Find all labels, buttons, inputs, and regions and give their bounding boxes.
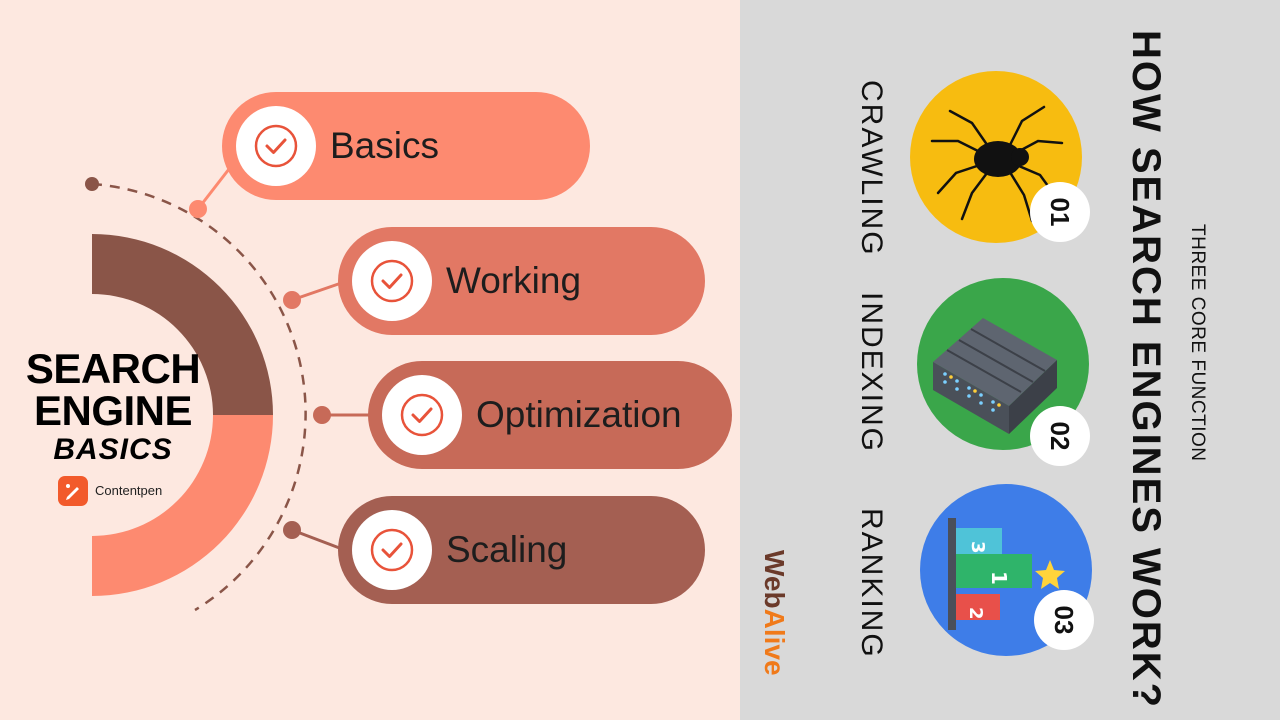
step-number-badge: 01 <box>1030 182 1090 242</box>
connector-dot-2 <box>283 291 301 309</box>
step-label-crawling: CRAWLING <box>855 80 888 257</box>
item-basics: Basics <box>222 92 590 200</box>
logo-part-1: Web <box>759 550 790 609</box>
logo-part-2: Alive <box>759 608 790 676</box>
step-number: 03 <box>1049 605 1079 635</box>
arc-start-dot <box>85 177 99 191</box>
item-optimization: Optimization <box>368 361 732 469</box>
svg-text:3: 3 <box>967 541 988 554</box>
step-number: 02 <box>1045 421 1075 451</box>
connector-dot-4 <box>283 521 301 539</box>
crawling-circle <box>910 71 1082 243</box>
step-number: 01 <box>1045 197 1075 227</box>
title-line-2: ENGINE <box>33 387 193 434</box>
connector-dot-1 <box>189 200 207 218</box>
title-line-1: SEARCH <box>25 345 201 392</box>
indexing-circle <box>917 278 1089 450</box>
item-working: Working <box>338 227 705 335</box>
connector-dot-3 <box>313 406 331 424</box>
ring-dark-half <box>92 234 273 415</box>
ranking-circle: 3 1 2 <box>920 484 1092 656</box>
left-panel: SEARCH ENGINE BASICS Contentpen Basics W… <box>0 0 740 720</box>
step-label-indexing: INDEXING <box>855 292 888 454</box>
step-label-ranking: RANKING <box>855 508 888 659</box>
contentpen-logo-icon <box>58 476 88 506</box>
brand-name: Contentpen <box>95 483 163 498</box>
item-label: Optimization <box>476 394 682 435</box>
podium-icon: 3 1 2 <box>948 518 1065 630</box>
svg-text:2: 2 <box>965 607 986 620</box>
svg-text:1: 1 <box>987 571 1011 585</box>
title-line-3: BASICS <box>53 433 173 466</box>
subtitle: THREE CORE FUNCTION <box>1187 224 1208 462</box>
item-scaling: Scaling <box>338 496 705 604</box>
webalive-logo: WebAlive <box>758 550 790 676</box>
check-circle-icon <box>236 106 316 186</box>
step-number-badge: 02 <box>1030 406 1090 466</box>
ring-light-half <box>92 415 273 596</box>
item-label: Basics <box>330 125 439 166</box>
item-label: Scaling <box>446 529 568 570</box>
dashed-arc <box>91 182 307 612</box>
check-circle-icon <box>382 375 462 455</box>
item-label: Working <box>446 260 582 301</box>
left-title: SEARCH ENGINE BASICS <box>8 348 218 468</box>
spider-icon <box>930 105 1064 223</box>
main-title: HOW SEARCH ENGINES WORK? <box>1124 30 1168 710</box>
step-number-badge: 03 <box>1034 590 1094 650</box>
check-circle-icon <box>352 241 432 321</box>
server-icon <box>933 318 1057 434</box>
check-circle-icon <box>352 510 432 590</box>
